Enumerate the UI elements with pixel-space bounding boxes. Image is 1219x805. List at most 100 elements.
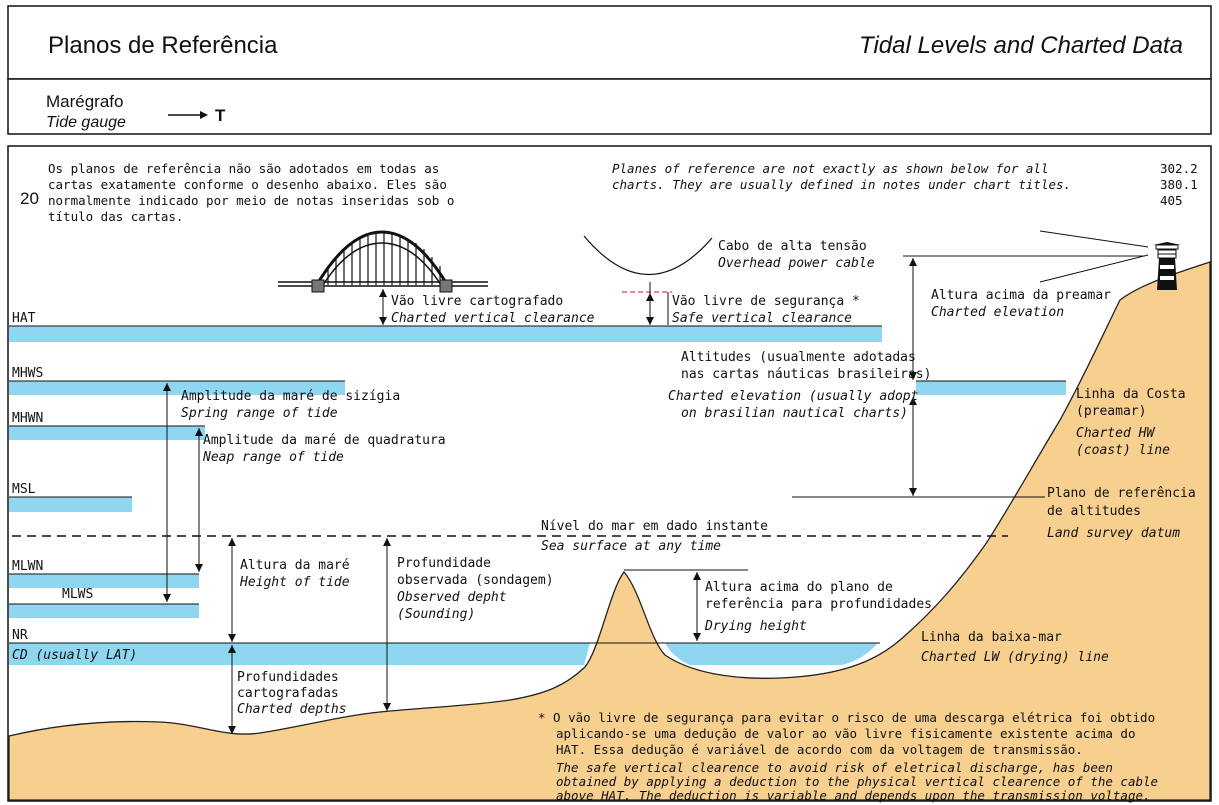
hot-label-en: Height of tide — [239, 575, 350, 590]
arrowhead — [195, 428, 203, 436]
coast-label-pt: Linha da Costa — [1076, 387, 1186, 402]
neap-label-en: Neap range of tide — [202, 450, 344, 465]
cable-label-en: Overhead power cable — [718, 256, 875, 271]
arrowhead — [228, 645, 236, 653]
intro-pt-line: cartas exatamente conforme o desenho aba… — [48, 177, 447, 192]
title-box — [7, 5, 1212, 80]
arrowhead — [383, 703, 391, 711]
intro-pt-line: título das cartas. — [48, 209, 183, 224]
spring-label-en: Spring range of tide — [181, 406, 338, 421]
land-datum-en: Land survey datum — [1047, 526, 1180, 541]
footnote-pt-line: * O vão livre de segurança para evitar o… — [538, 710, 1155, 725]
arrowhead — [228, 538, 236, 546]
arrowhead — [228, 726, 236, 734]
dry-label-pt: referência para profundidades — [705, 597, 932, 612]
mlws-band — [9, 604, 199, 618]
safe-label-pt: Vão livre de segurança * — [672, 294, 860, 309]
hat-band — [9, 326, 882, 342]
coast-label-en: (coast) line — [1076, 443, 1170, 458]
mlwn-band — [9, 574, 199, 588]
arrowhead — [228, 634, 236, 642]
arrowhead — [163, 594, 171, 602]
land-datum-pt: Plano de referência — [1047, 486, 1196, 501]
gauge-pt: Marégrafo — [46, 92, 123, 111]
coast-label-pt: (preamar) — [1076, 404, 1146, 419]
footnote-pt-line: HAT. Essa dedução é variável de acordo c… — [556, 742, 1083, 757]
level-mhwn: MHWN — [12, 411, 43, 426]
footnote-en-line: The safe vertical clearence to avoid ris… — [556, 760, 1113, 775]
title-en: Tidal Levels and Charted Data — [859, 32, 1183, 59]
bridge — [278, 230, 488, 293]
arrowhead — [909, 397, 917, 405]
level-msl: MSL — [12, 482, 36, 497]
gauge-box — [7, 78, 1212, 135]
arrowhead — [693, 572, 701, 580]
arrowhead — [693, 633, 701, 641]
level-mhws: MHWS — [12, 366, 43, 381]
mhws-band — [9, 381, 345, 395]
alt-label-pt: Altitudes (usualmente adotadas — [681, 350, 916, 365]
sound-label-pt: Profundidade — [397, 556, 491, 571]
arrowhead — [909, 488, 917, 496]
figure-number: 20 — [20, 189, 39, 208]
elev-label-en: Charted elevation — [931, 305, 1064, 320]
cable-label-pt: Cabo de alta tensão — [718, 239, 867, 254]
bridge-label-en: Charted vertical clearance — [391, 311, 595, 326]
alt-label-pt: nas cartas náuticas brasileiras) — [681, 367, 931, 382]
footnote-pt-line: aplicando-se uma dedução de valor ao vão… — [556, 726, 1135, 741]
title-pt: Planos de Referência — [48, 32, 278, 59]
arrowhead — [379, 289, 387, 297]
intro-en-line: Planes of reference are not exactly as s… — [612, 161, 1049, 176]
level-mlwn: MLWN — [12, 559, 43, 574]
neap-label-pt: Amplitude da maré de quadratura — [203, 433, 446, 448]
land-mass — [8, 261, 1211, 801]
coast-hw-band — [916, 381, 1066, 395]
ref-number: 380.1 — [1160, 177, 1198, 192]
sound-label-en: (Sounding) — [397, 607, 475, 622]
power-cable — [583, 235, 713, 276]
sound-label-pt: observada (sondagem) — [397, 573, 554, 588]
alt-label-en: Charted elevation (usually adopt — [668, 389, 919, 404]
lw-label-pt: Linha da baixa-mar — [921, 630, 1062, 645]
level-nr: NR — [12, 628, 28, 643]
intro-pt: Os planos de referência não são adotados… — [48, 161, 454, 224]
arrowhead — [646, 293, 654, 301]
lighthouse — [1039, 230, 1181, 290]
lw-label-en: Charted LW (drying) line — [921, 650, 1109, 665]
arrowhead — [646, 317, 654, 325]
arrowhead — [909, 372, 917, 380]
depth-label-en: Charted depths — [237, 702, 347, 717]
sound-label-en: Observed depht — [397, 590, 507, 605]
ref-number: 405 — [1160, 193, 1183, 208]
safe-label-en: Safe vertical clearance — [672, 311, 852, 326]
arrowhead — [909, 258, 917, 266]
dry-label-en: Drying height — [704, 619, 807, 634]
bridge-label-pt: Vão livre cartografado — [391, 294, 563, 309]
level-hat: HAT — [12, 311, 36, 326]
depth-label-pt: Profundidades — [237, 670, 339, 685]
arrowhead — [195, 564, 203, 572]
level-cd: CD (usually LAT) — [12, 648, 137, 663]
footnote-en-line: above HAT. The deduction is variable and… — [556, 788, 1151, 803]
depth-label-pt: cartografadas — [237, 686, 339, 701]
arrowhead — [379, 317, 387, 325]
msl-band — [9, 497, 132, 512]
mhwn-band — [9, 426, 205, 440]
level-mlws: MLWS — [62, 587, 93, 602]
gauge-arrowhead — [200, 111, 208, 119]
elev-label-pt: Altura acima da preamar — [931, 288, 1111, 303]
gauge-en: Tide gauge — [46, 114, 126, 131]
sea-label-pt: Nível do mar em dado instante — [541, 519, 768, 534]
intro-pt-line: Os planos de referência não são adotados… — [48, 161, 439, 176]
ref-number: 302.2 — [1160, 161, 1198, 176]
gauge-symbol: T — [215, 106, 226, 125]
cd-band — [9, 643, 590, 665]
coast-label-en: Charted HW — [1076, 426, 1155, 441]
land-datum-pt: de altitudes — [1047, 504, 1141, 519]
footnote-en-line: obtained by applying a deduction to the … — [556, 774, 1158, 789]
cd-band-right — [665, 643, 878, 665]
dry-label-pt: Altura acima do plano de — [705, 580, 893, 595]
spring-label-pt: Amplitude da maré de sizígia — [181, 389, 400, 404]
sea-label-en: Sea surface at any time — [541, 539, 721, 554]
